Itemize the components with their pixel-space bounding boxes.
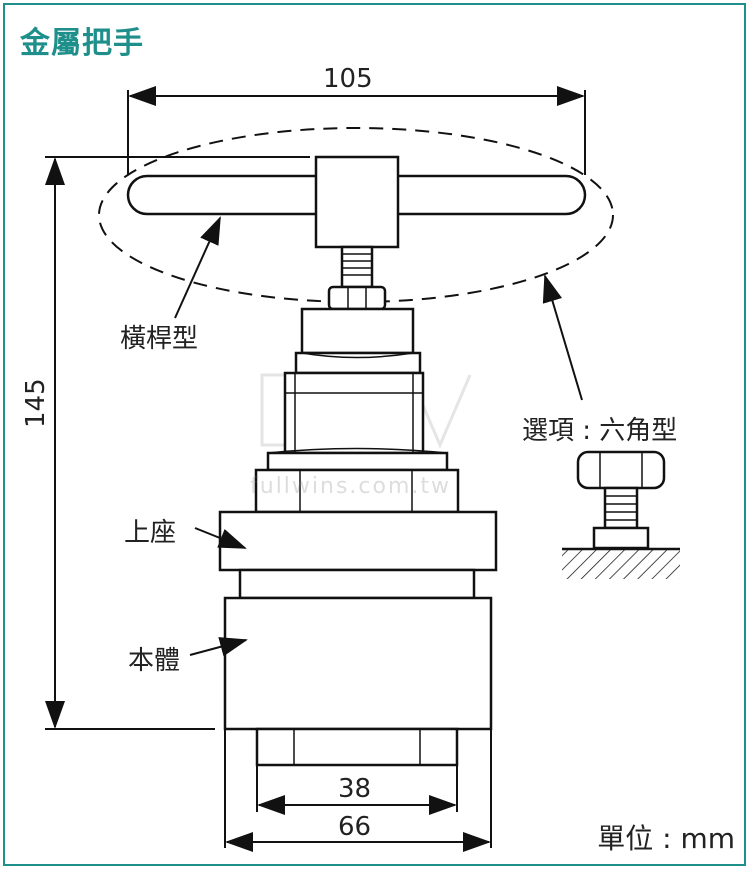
upper-seat bbox=[218, 510, 498, 572]
leader-lines bbox=[174, 216, 583, 657]
label-lever: 橫桿型 bbox=[120, 324, 199, 354]
dimension-label-width-small: 38 bbox=[338, 774, 372, 804]
label-body: 本體 bbox=[128, 646, 181, 676]
dimension-width-handle bbox=[127, 86, 586, 175]
label-hex-option: 選項 : 六角型 bbox=[522, 416, 678, 446]
page-title: 金屬把手 bbox=[20, 26, 144, 61]
unit-label: 單位 : mm bbox=[597, 822, 735, 855]
dimension-label-width-body: 66 bbox=[338, 812, 372, 842]
dimension-label-height-total: 145 bbox=[21, 378, 51, 428]
watermark-text: fullwins.com.tw bbox=[250, 474, 452, 499]
border-frame bbox=[3, 3, 746, 866]
hex-option-drawing bbox=[562, 450, 680, 579]
body-block bbox=[223, 596, 493, 731]
dimension-width-small bbox=[256, 765, 458, 815]
bottom-nut bbox=[255, 727, 459, 767]
label-upper-seat: 上座 bbox=[124, 518, 177, 548]
t-handle bbox=[126, 155, 587, 311]
stem-assembly bbox=[254, 307, 460, 514]
dimension-width-body bbox=[224, 729, 492, 852]
seat-neck bbox=[238, 568, 476, 600]
dimension-label-width-handle: 105 bbox=[323, 64, 373, 94]
dimension-height-total bbox=[45, 156, 310, 730]
